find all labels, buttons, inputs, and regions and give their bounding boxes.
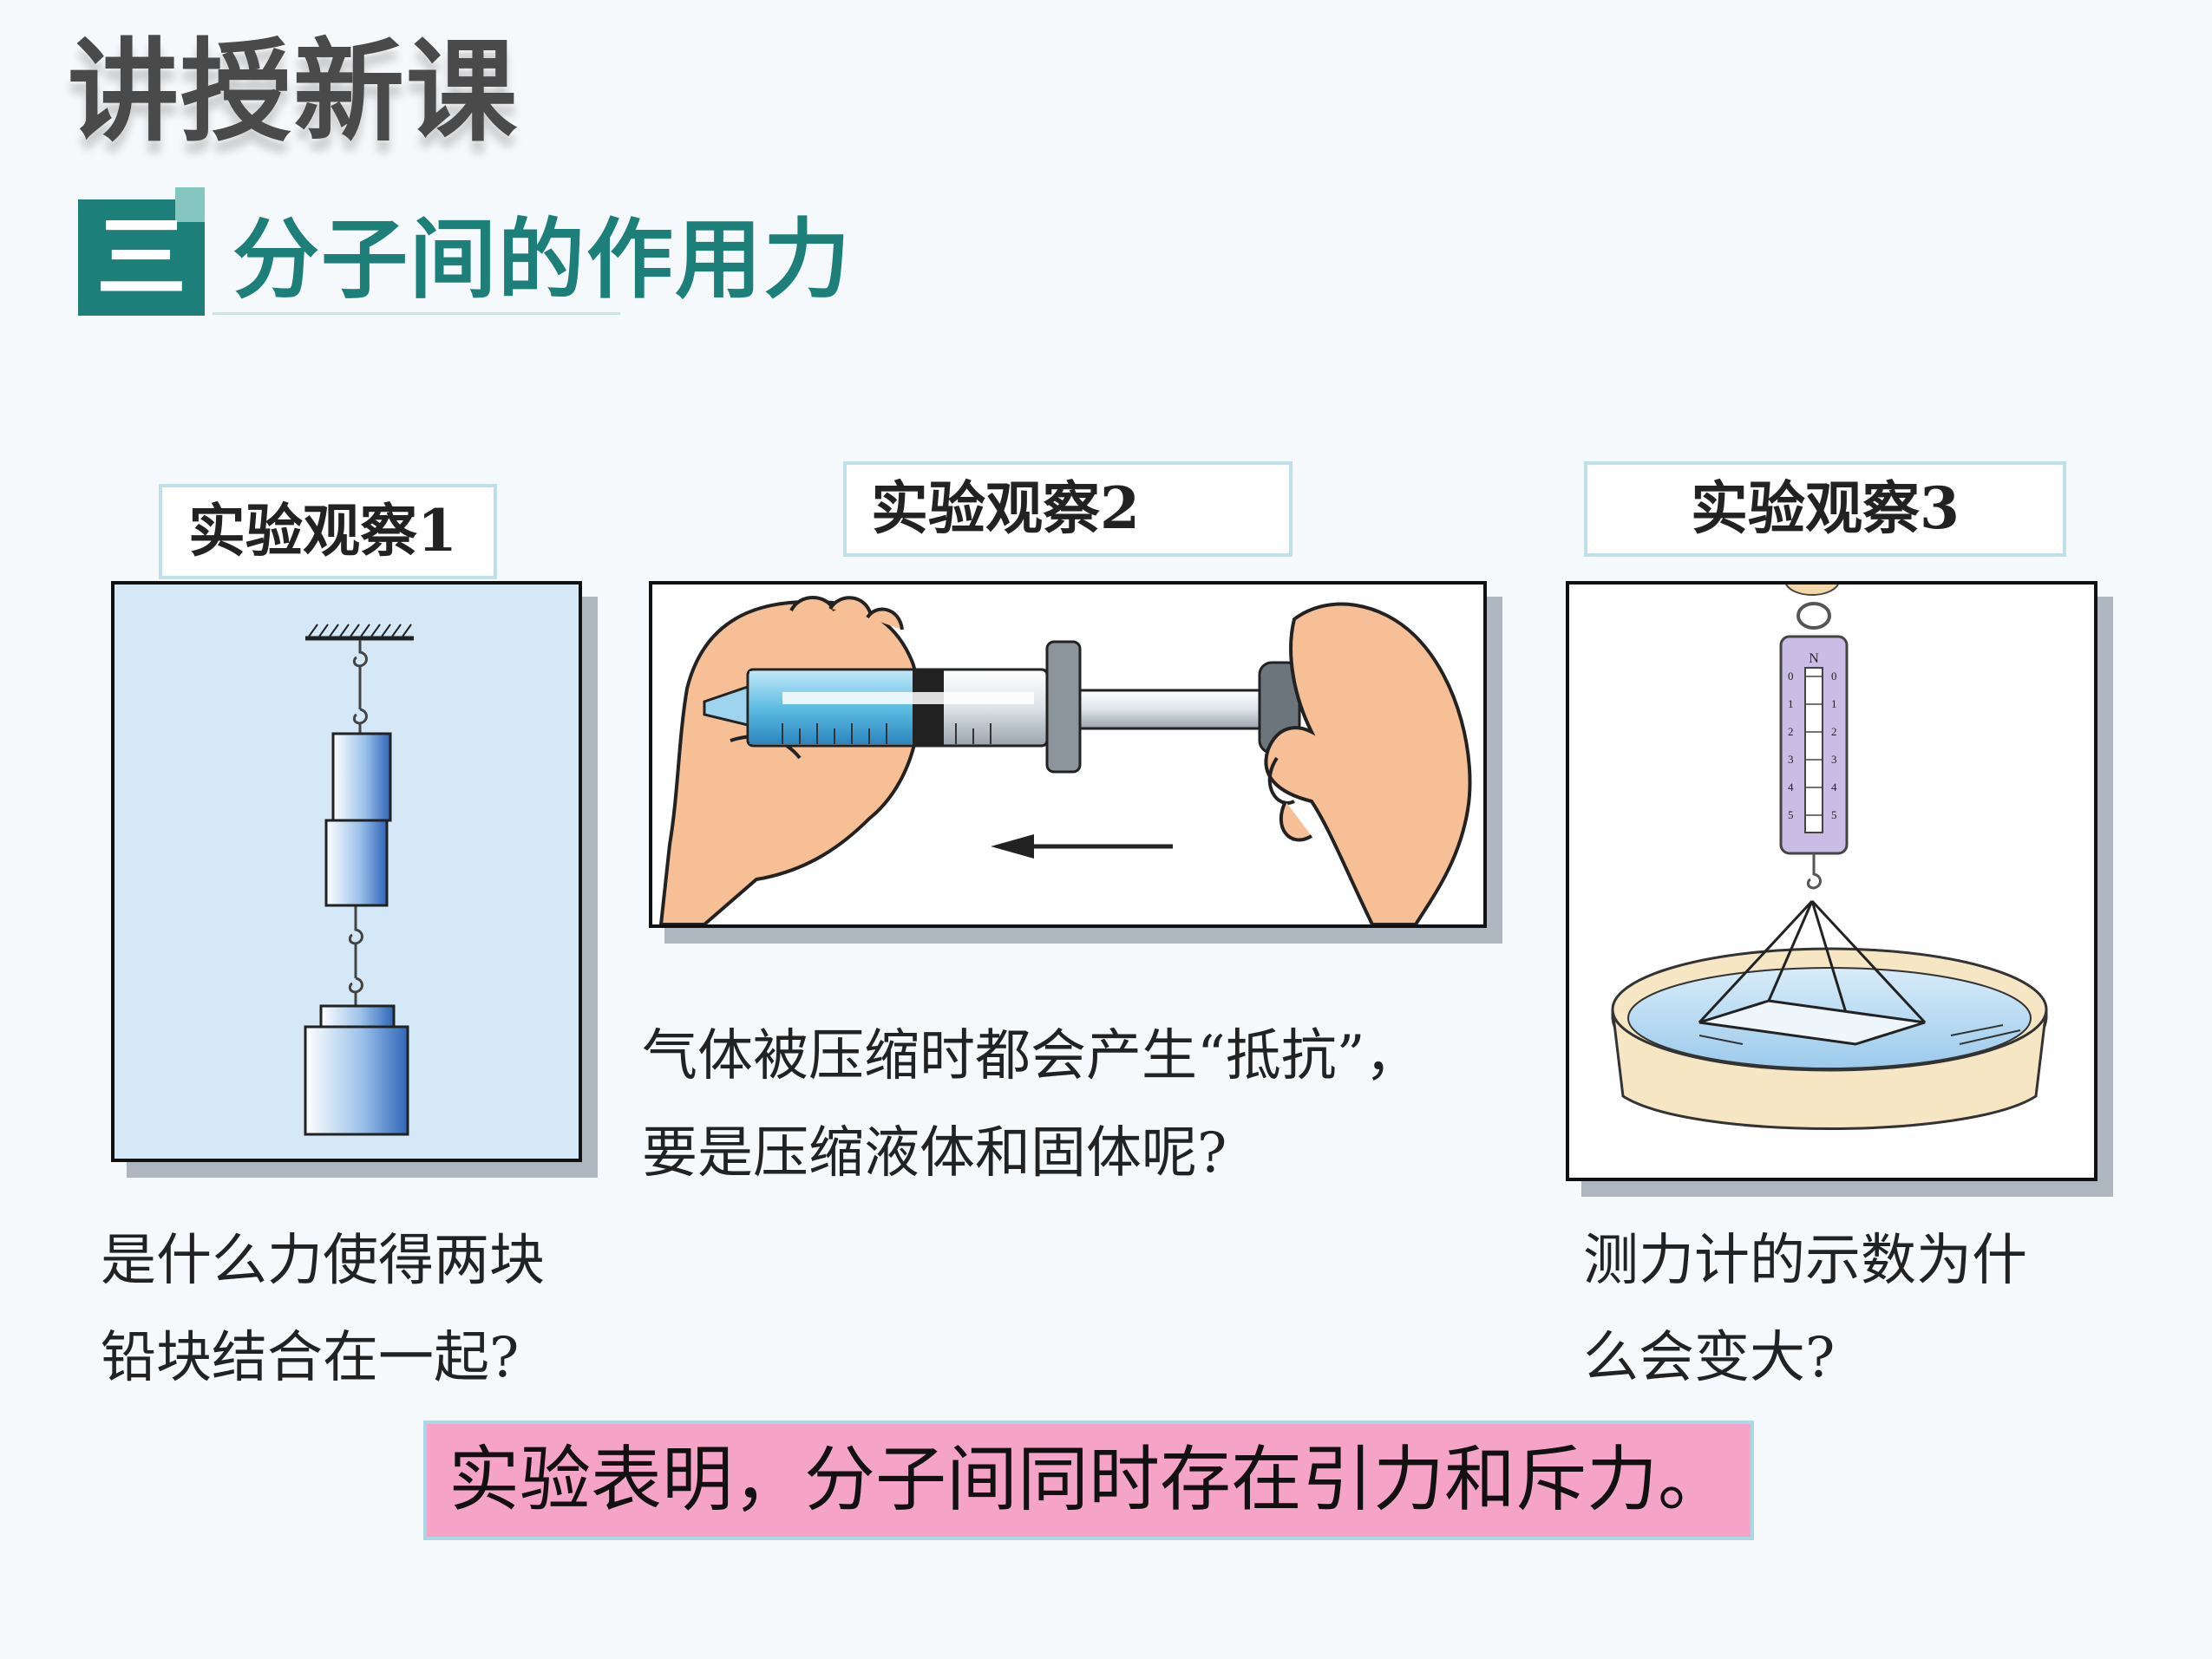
page-title: 讲授新课 [68, 28, 520, 157]
hooks [348, 640, 368, 1006]
left-hand [658, 596, 921, 924]
experiment-2-label: 实验观察2 [843, 461, 1293, 557]
experiment-3-question: 测力计的示数为什 么会变大? [1583, 1212, 2027, 1407]
experiment-1-label: 实验观察1 [159, 484, 497, 579]
scale-unit: N [1809, 651, 1819, 666]
scale-tick-left: 4 [1788, 781, 1794, 794]
spring-scale-drawing: N 0 1 2 3 4 5 0 1 2 3 4 5 [1611, 585, 2048, 1130]
experiment-2-question: 气体被压缩时都会产生“抵抗”， 要是压缩液体和固体呢? [642, 1008, 1420, 1202]
section-title: 分子间的作用力 [232, 209, 852, 310]
spring-scale-illustration: N 0 1 2 3 4 5 0 1 2 3 4 5 [1566, 581, 2097, 1181]
lead-block-lower [324, 819, 389, 907]
spring-scale: N 0 1 2 3 4 5 0 1 2 3 4 5 [1779, 585, 1849, 890]
lead-blocks-drawing [304, 624, 414, 1136]
hanging-weight [304, 1004, 409, 1136]
scale-tick-left: 1 [1788, 697, 1794, 710]
experiment-3-label: 实验观察3 [1584, 461, 2066, 557]
question-line: 么会变大? [1583, 1326, 1836, 1390]
arrow-left-icon [991, 834, 1173, 859]
ceiling-support [305, 624, 414, 641]
syringe-drawing [658, 596, 1472, 924]
glass-plate [1698, 899, 1927, 1046]
section-number: 三 [95, 205, 187, 310]
scale-tick-left: 5 [1788, 808, 1794, 821]
lead-block-upper [331, 732, 392, 822]
question-line: 气体被压缩时都会产生“抵抗”， [642, 1024, 1421, 1088]
question-line: 要是压缩液体和固体呢? [642, 1121, 1227, 1185]
question-line: 测力计的示数为什 [1583, 1229, 2027, 1293]
lead-blocks-illustration [111, 581, 582, 1162]
syringe-illustration [649, 581, 1487, 928]
question-line: 铅块结合在一起? [101, 1326, 520, 1390]
scale-ticks: 0 1 2 3 4 5 0 1 2 3 4 5 [1788, 669, 1837, 821]
scale-tick-left: 3 [1788, 753, 1794, 766]
scale-tick-right: 1 [1831, 697, 1837, 710]
experiment-1-question: 是什么力使得两块 铅块结合在一起? [101, 1212, 545, 1407]
section-badge-accent [175, 187, 205, 222]
right-hand [1264, 602, 1472, 924]
scale-tick-right: 5 [1831, 808, 1837, 821]
scale-tick-left: 0 [1788, 669, 1794, 683]
section-underline [213, 312, 620, 315]
scale-tick-left: 2 [1788, 725, 1794, 738]
conclusion-banner: 实验表明，分子间同时存在引力和斥力。 [423, 1421, 1754, 1540]
scale-tick-right: 0 [1831, 669, 1837, 683]
scale-tick-right: 3 [1831, 753, 1837, 766]
scale-tick-right: 4 [1831, 781, 1837, 794]
question-line: 是什么力使得两块 [101, 1229, 545, 1293]
scale-tick-right: 2 [1831, 725, 1837, 738]
